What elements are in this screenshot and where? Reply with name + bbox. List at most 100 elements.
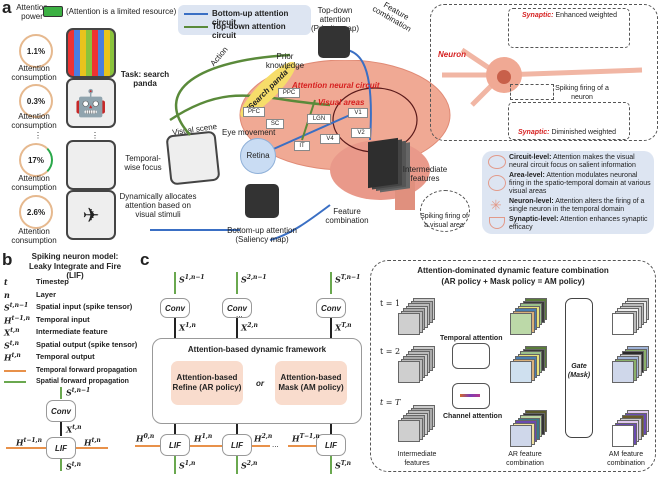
channel-attention-label: Channel attention — [443, 413, 503, 420]
region-ppc: PPC — [278, 88, 300, 98]
symbol: St,n — [4, 339, 20, 351]
lif-s-in: St,n−1 — [66, 387, 91, 398]
spatial-output-arrow — [330, 456, 332, 474]
dynamic-framework-box: Attention-based dynamic framework Attent… — [152, 338, 362, 424]
feature-arrow — [174, 318, 176, 338]
temporal-ellipsis: ... — [272, 440, 279, 449]
ellipsis: ⋮ — [34, 131, 42, 140]
neuron-icon: ✳ — [490, 197, 502, 213]
spatial-output-label: S2,n — [241, 460, 258, 471]
level-neuron: Neuron-level: Attention alters the firin… — [509, 198, 651, 214]
consumption-ring: 1.1% — [19, 34, 53, 68]
intermediate-features-label: Intermediate features — [402, 165, 448, 183]
symbol-description: Timestep — [36, 277, 69, 286]
synaptic-tag: Synaptic: — [522, 12, 554, 19]
feature-arrow — [330, 318, 332, 338]
apples-image — [66, 28, 116, 78]
ar-policy-block: Attention-based Refine (AR policy) — [171, 361, 243, 405]
region-v1: V1 — [348, 108, 368, 118]
synaptic-diminished-box — [508, 102, 630, 140]
framework-out-arrow — [330, 424, 332, 434]
lif-block: LIF — [316, 434, 346, 456]
ar-combination-caption: AR feature combination — [506, 451, 544, 467]
feature-box-title-2: (AR policy + Mask policy = AM policy) — [441, 277, 585, 286]
spatial-output-label: ST,n — [335, 460, 352, 471]
temporal-arrow — [252, 445, 270, 447]
temporal-arrow — [288, 445, 316, 447]
spatial-output-arrow — [236, 456, 238, 474]
feature-map — [398, 313, 420, 335]
spiking-visual-area-label: Spiking firing of a visual area — [420, 213, 468, 229]
saliency-map-image — [245, 184, 279, 218]
spatial-input-arrow — [330, 272, 332, 294]
spatial-input-arrow — [174, 272, 176, 294]
region-sc: SC — [266, 119, 284, 129]
lif-title-2: Leaky Integrate and Fire (LIF) — [28, 262, 122, 280]
circuit-legend: Bottom-up attention circuit Top-down att… — [178, 5, 311, 40]
conv-block: Conv — [222, 298, 252, 318]
robot-image: 🤖 — [66, 78, 116, 128]
temporal-arrow — [135, 445, 160, 447]
bottom-up-legend: Bottom-up attention circuit — [212, 9, 289, 27]
attention-power-label: Attention power — [16, 3, 48, 21]
symbol-description: Temporal output — [36, 352, 95, 361]
consumption-ring: 17% — [19, 143, 53, 177]
channel-attention-vector — [460, 394, 480, 397]
gate-mask-block — [565, 298, 593, 438]
neuron-spike-train — [510, 84, 554, 100]
battery-icon — [43, 6, 63, 17]
feature-arrow — [60, 422, 62, 436]
feature-label: XT,n — [335, 322, 352, 333]
panel-b-letter: b — [2, 250, 13, 269]
synaptic-enhanced-box — [508, 8, 630, 48]
timestep-label: t = T — [380, 398, 401, 407]
ellipsis: ⋮ — [91, 131, 99, 140]
columns-ellipsis: ... — [236, 310, 243, 319]
conv-block: Conv — [46, 400, 76, 422]
intermediate-features-caption: Intermediate features — [397, 451, 437, 467]
temporal-attention-label: Temporal attention — [440, 335, 503, 342]
feature-combination-panel — [370, 260, 656, 472]
lif-s-out: St,n — [66, 461, 82, 472]
lif-block: LIF — [160, 434, 190, 456]
symbol: Ht,n — [4, 352, 21, 363]
consumption-label: Attention consumption — [11, 64, 57, 82]
consumption-label: Attention consumption — [11, 112, 57, 130]
bottom-up-map-label: Bottom-up attention (Saliency map) — [227, 226, 297, 244]
consumption-ring: 2.6% — [19, 195, 53, 229]
spatial-arrow-icon — [4, 381, 26, 383]
temporal-focus-label: Temporal-wise focus — [124, 154, 162, 172]
priority-map-image — [318, 26, 350, 58]
symbol: Xt,n — [4, 327, 20, 338]
level-text: Attention modulates neuronal firing in t… — [509, 172, 651, 195]
synaptic-enhanced-text: Enhanced weighted — [555, 12, 617, 19]
retina-eye: Retina — [240, 138, 276, 174]
temporal-arrow-icon — [4, 370, 26, 372]
feature-arrow — [236, 318, 238, 338]
bottom-up-arrow-icon — [184, 13, 208, 15]
limited-resource-note: (Attention is a limited resource) — [66, 7, 177, 16]
feature-label: X1,n — [179, 322, 196, 333]
region-lgn: LGN — [307, 114, 331, 124]
panel-a-letter: a — [2, 0, 12, 17]
temporal-in-arrow — [6, 447, 46, 449]
level-title: Area-level: — [509, 172, 545, 179]
symbol: Ht−1,n — [4, 314, 30, 326]
symbol: n — [4, 289, 10, 300]
framework-title: Attention-based dynamic framework — [187, 345, 327, 354]
dynamic-alloc-label: Dynamically allocates attention based on… — [119, 192, 197, 219]
gate-label: Gate (Mask) — [567, 363, 591, 379]
temporal-state-label: H1,n — [194, 433, 213, 444]
level-synaptic: Synaptic-level: Attention enhances synap… — [509, 216, 651, 232]
vehicles-image: ✈ — [66, 190, 116, 240]
consumption-label: Attention consumption — [11, 174, 57, 192]
framework-out-arrow — [236, 424, 238, 434]
spatial-input-label: S1,n−1 — [179, 274, 205, 285]
symbol-description: Temporal input — [36, 314, 90, 324]
symbol-description: Spatial output (spike tensor) — [36, 339, 138, 349]
lif-x: Xt,n — [66, 424, 82, 435]
symbol-description: Layer — [36, 289, 57, 299]
level-title: Synaptic-level: — [509, 216, 559, 223]
lif-block: LIF — [46, 437, 76, 459]
spatial-out-arrow — [60, 459, 62, 471]
